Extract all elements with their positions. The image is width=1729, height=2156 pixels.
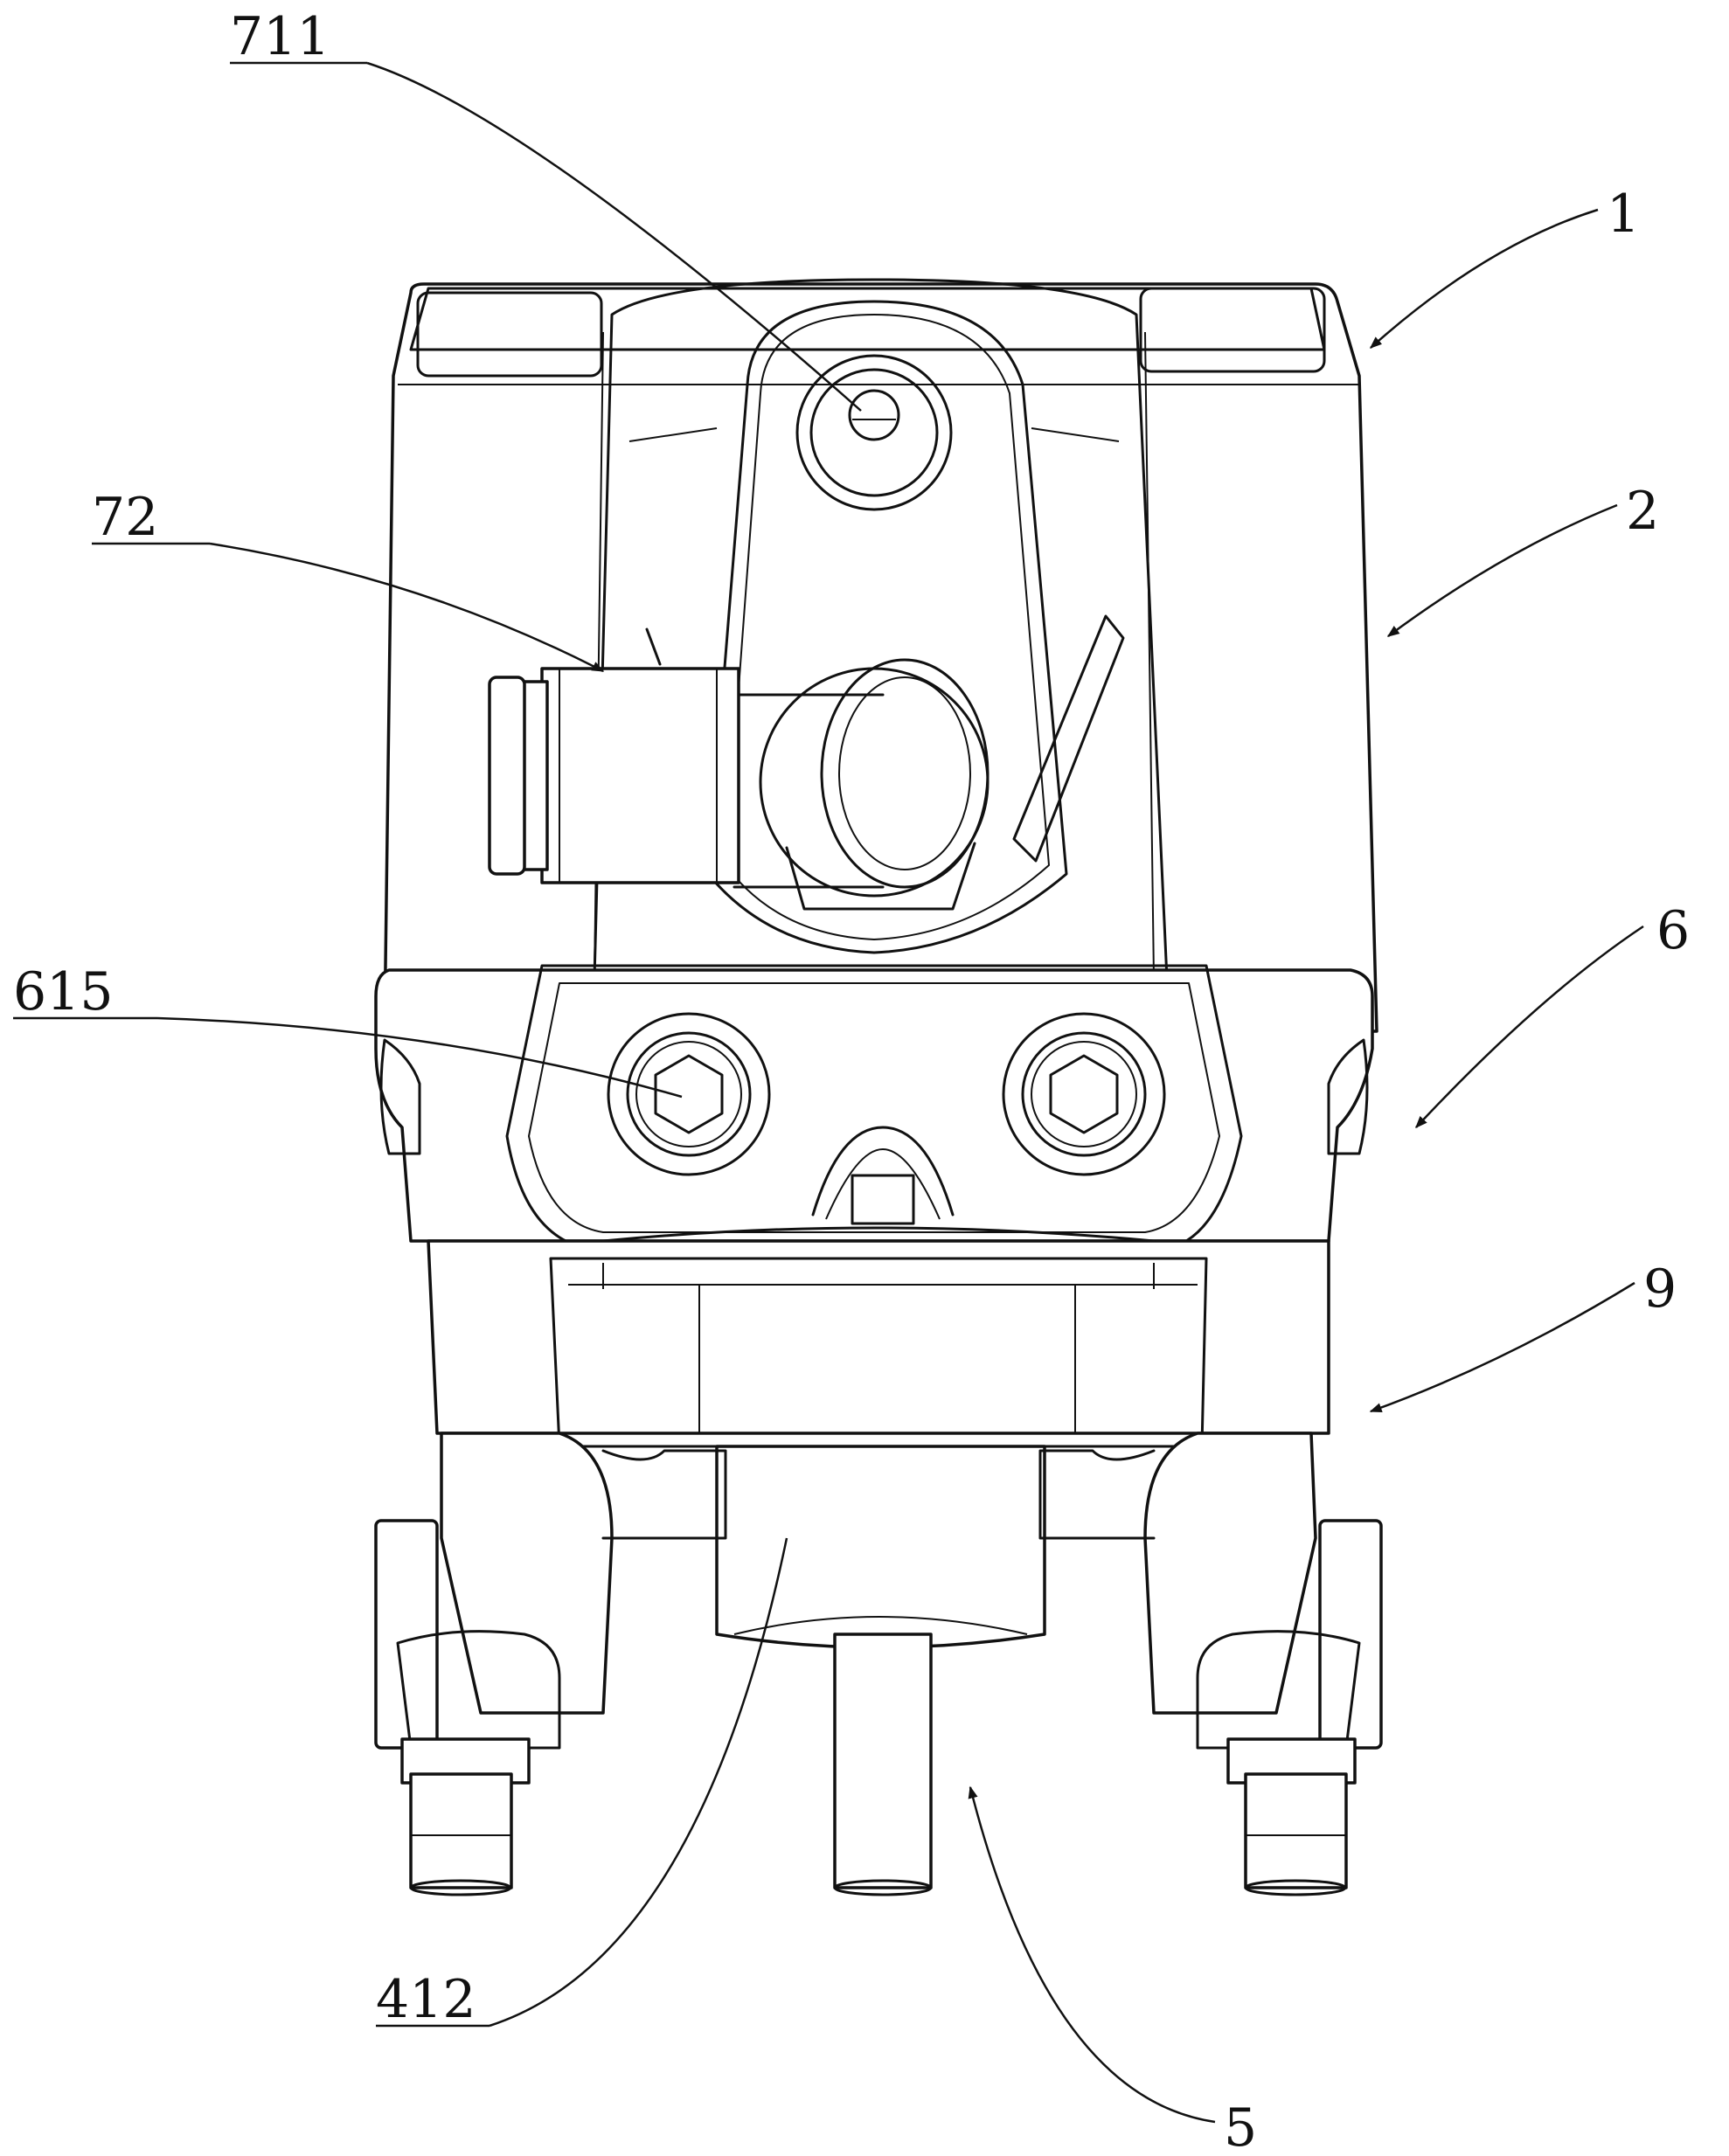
label-412: 412: [376, 1969, 476, 2030]
label-72: 72: [92, 487, 158, 548]
left-leg: [374, 1432, 727, 1896]
label-711: 711: [230, 6, 330, 67]
mid-flange: [374, 964, 1374, 1251]
lower-block: [427, 1226, 1330, 1448]
link-plate: [645, 300, 1125, 954]
leaders: [13, 61, 1644, 2124]
label-5: 5: [1224, 2097, 1257, 2156]
label-9: 9: [1643, 1258, 1677, 1320]
label-6: 6: [1656, 900, 1690, 961]
elbow-fitting: [488, 658, 989, 911]
label-615: 615: [13, 961, 114, 1023]
label-2: 2: [1626, 481, 1659, 542]
right-leg: [1038, 1432, 1383, 1896]
piston-block: [715, 1445, 1046, 1896]
label-1: 1: [1607, 184, 1640, 245]
reference-labels: 711 72 615 1 2 6 9 412 5: [13, 6, 1690, 2156]
